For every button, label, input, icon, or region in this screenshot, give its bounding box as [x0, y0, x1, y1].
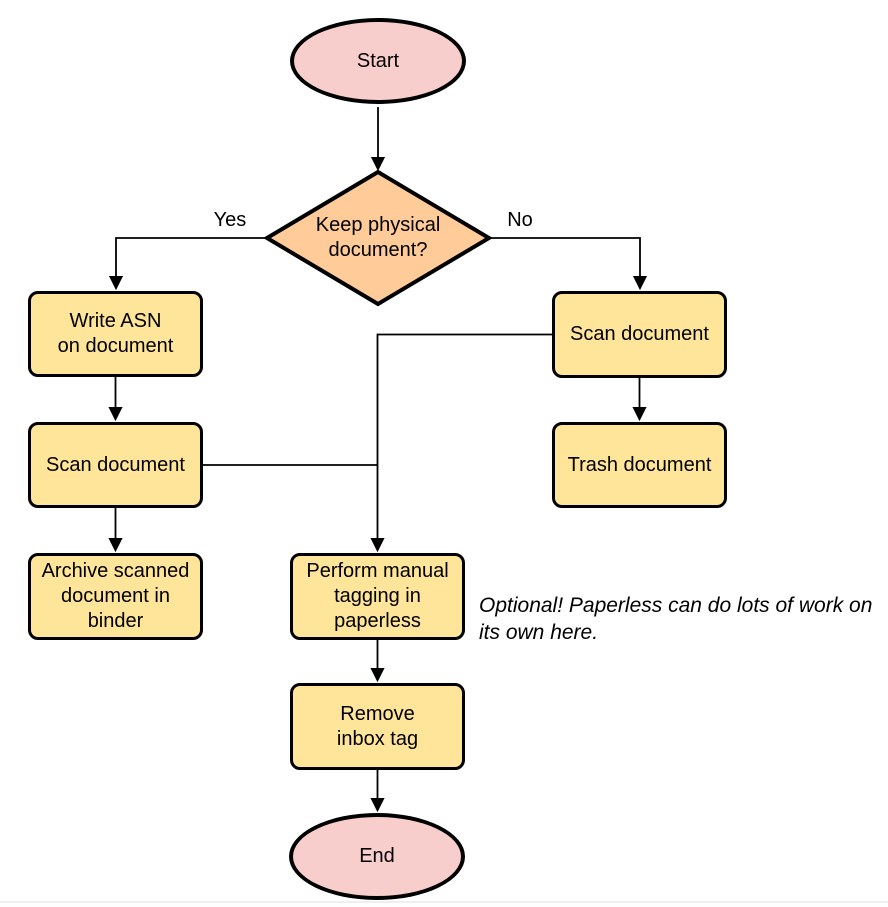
edge-yes-branch: [108, 237, 267, 291]
edge-scanright-tagging: [370, 333, 552, 553]
bottom-divider: [0, 901, 888, 903]
node-end: End: [289, 813, 465, 900]
no-label: No: [507, 209, 533, 231]
node-trash-document: Trash document: [552, 422, 727, 508]
node-scan-document-left: Scan document: [28, 422, 203, 508]
decision-diamond-shape: [263, 169, 493, 307]
node-archive-binder: Archive scanned document in binder: [28, 553, 203, 640]
yes-label: Yes: [213, 209, 247, 231]
node-scan-document-right: Scan document: [552, 291, 727, 378]
node-remove-inbox-tag: Remove inbox tag: [290, 683, 465, 770]
node-manual-tagging: Perform manual tagging in paperless: [290, 553, 465, 640]
edge-no-branch: [489, 237, 648, 291]
annotation-note: Optional! Paperless can do lots of work …: [479, 594, 873, 644]
node-start: Start: [290, 18, 466, 104]
node-decision-label: Keep physical document?: [315, 214, 441, 261]
node-write-asn: Write ASN on document: [28, 291, 203, 377]
